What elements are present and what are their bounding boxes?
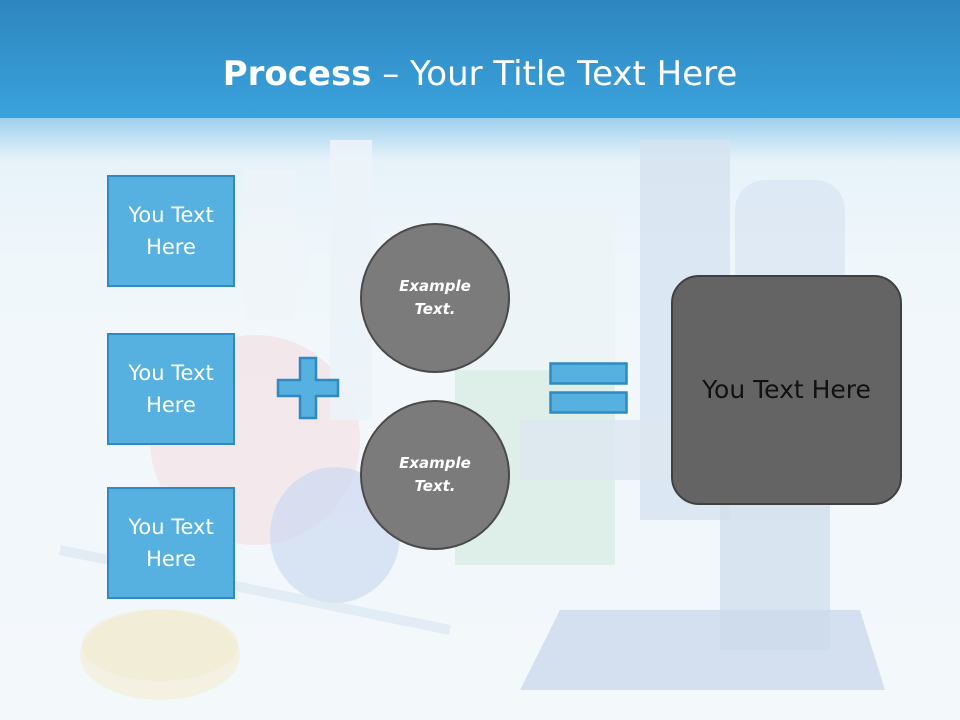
text-box-1[interactable]: You Text Here	[107, 175, 235, 287]
result-box[interactable]: You Text Here	[671, 275, 902, 505]
title-rest: – Your Title Text Here	[382, 54, 738, 94]
text-box-2[interactable]: You Text Here	[107, 333, 235, 445]
example-circle-2[interactable]: Example Text.	[360, 400, 510, 550]
equals-icon	[549, 362, 628, 414]
plus-icon	[276, 356, 340, 420]
slide-title: Process – Your Title Text Here	[0, 52, 960, 96]
text-box-3[interactable]: You Text Here	[107, 487, 235, 599]
title-bold: Process	[222, 54, 372, 94]
example-circle-1[interactable]: Example Text.	[360, 223, 510, 373]
